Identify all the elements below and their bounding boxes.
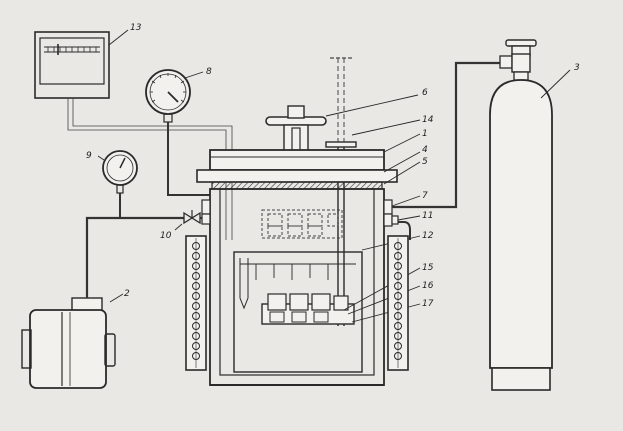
callout-5: 5 <box>422 157 428 167</box>
pressure-gauge-lower <box>97 150 138 194</box>
callout-labels: 13 8 3 6 14 1 4 5 9 7 11 10 12 15 16 17 … <box>86 23 580 309</box>
callout-6: 6 <box>422 88 428 98</box>
outlet-pipe <box>398 221 411 240</box>
vessel-lid <box>196 133 421 183</box>
pressure-gauge-upper <box>145 69 204 123</box>
callout-4: 4 <box>422 145 428 155</box>
heater-left <box>185 235 207 371</box>
callout-1: 1 <box>422 129 428 139</box>
sample-basket-raised <box>261 209 343 239</box>
callout-14: 14 <box>422 115 434 125</box>
gas-supply-line <box>392 61 500 209</box>
heater-right <box>387 235 409 371</box>
callout-7: 7 <box>422 191 428 201</box>
callout-10: 10 <box>160 231 172 241</box>
callout-9: 9 <box>86 151 92 161</box>
autoclave-vessel <box>209 188 385 386</box>
callout-15: 15 <box>422 263 434 273</box>
gauge-8-pipe <box>167 122 210 196</box>
side-ports <box>201 195 421 227</box>
vacuum-pump <box>21 293 124 389</box>
callout-16: 16 <box>422 281 434 291</box>
callout-17: 17 <box>422 299 434 309</box>
callout-11: 11 <box>422 211 433 221</box>
callout-12: 12 <box>422 231 434 241</box>
callout-3: 3 <box>574 63 580 73</box>
callout-13: 13 <box>130 23 142 33</box>
callout-8: 8 <box>206 67 212 77</box>
sample-holder <box>261 267 421 325</box>
callout-2: 2 <box>124 289 130 299</box>
recorder-unit <box>34 29 129 99</box>
vacuum-line <box>85 216 184 298</box>
gas-cylinder <box>489 39 571 391</box>
reaction-bath <box>233 235 421 373</box>
